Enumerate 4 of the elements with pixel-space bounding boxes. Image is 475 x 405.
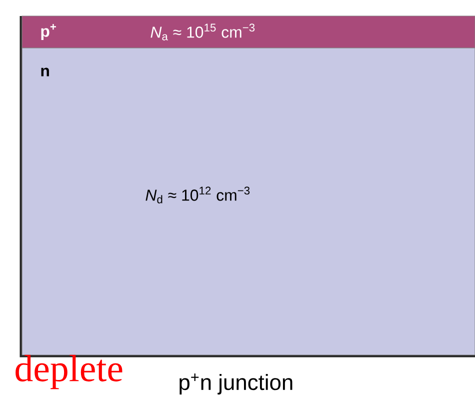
annotation: deplete bbox=[16, 354, 122, 390]
region-box: p$^{+}$ N$_{a}$ ≈ 10$^{15}$ cm$^{−3}$ bbox=[22, 16, 475, 48]
region-box: n N$_{d}$ ≈ 10$^{12}$ cm$^{−3}$ bbox=[22, 48, 475, 356]
caption: p$^{+}$n junction bbox=[180, 374, 292, 394]
